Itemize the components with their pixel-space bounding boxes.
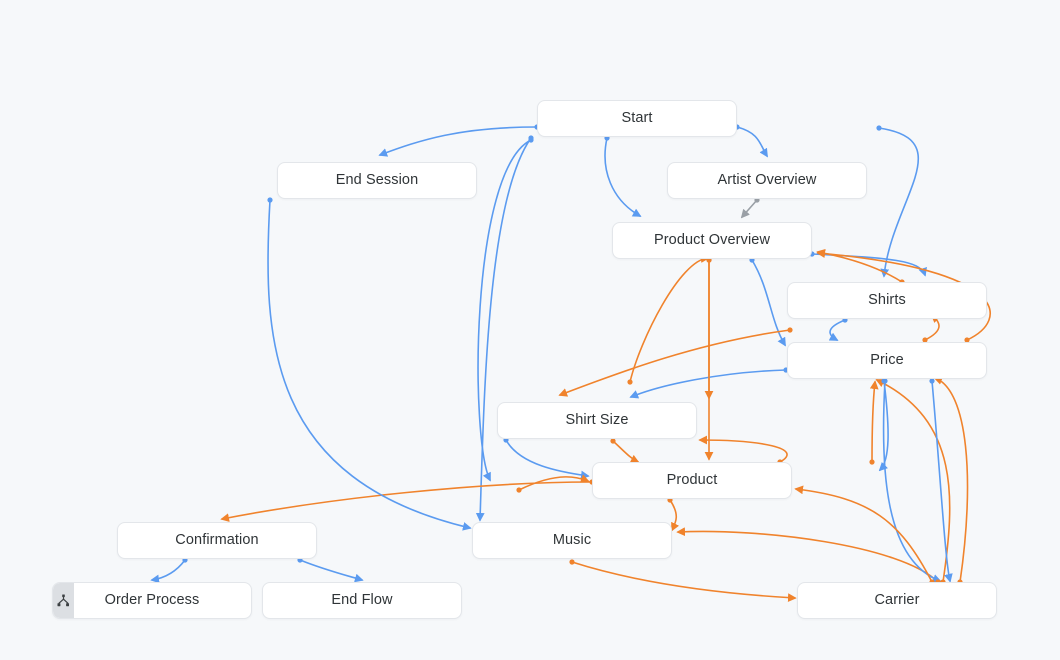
edge-confirmation-to-order-process[interactable] — [150, 559, 186, 584]
edge-start-to-music[interactable] — [475, 137, 532, 522]
node-confirmation[interactable]: Confirmation — [117, 522, 317, 559]
node-label: Confirmation — [175, 532, 259, 549]
edge-source-dot — [787, 327, 793, 333]
node-label: Product — [666, 472, 718, 489]
edge-start-to-product-overview[interactable] — [604, 137, 642, 217]
node-shirts[interactable]: Shirts — [787, 282, 987, 319]
edge-source-dot — [516, 487, 522, 493]
edge-carrier-to-price[interactable] — [875, 379, 951, 583]
edge-source-dot — [569, 559, 575, 565]
edge-price-to-carrier[interactable] — [931, 380, 953, 583]
node-carrier[interactable]: Carrier — [797, 582, 997, 619]
edge-carrier-to-price[interactable] — [933, 376, 969, 583]
node-price[interactable]: Price — [787, 342, 987, 379]
edge-source-dot — [929, 378, 935, 384]
node-label: End Session — [335, 172, 419, 189]
edge-music-to-carrier[interactable] — [571, 561, 797, 602]
edge-price-to-shirt-size[interactable] — [629, 369, 787, 399]
edge-source-dot — [627, 379, 633, 385]
edge-source-dot — [528, 135, 534, 141]
node-label: Price — [870, 352, 904, 369]
edge-price-to-carrier[interactable] — [882, 380, 942, 583]
node-label: Order Process — [104, 592, 200, 609]
node-music[interactable]: Music — [472, 522, 672, 559]
node-order-process[interactable]: Order Process — [52, 582, 252, 619]
edge-price-to-product[interactable] — [878, 380, 889, 472]
node-end-session[interactable]: End Session — [277, 162, 477, 199]
node-product-overview[interactable]: Product Overview — [612, 222, 812, 259]
edge-source-dot — [881, 378, 887, 384]
edge-end-session-to-music[interactable] — [267, 199, 472, 531]
edge-shirts-to-shirt-size[interactable] — [558, 329, 791, 397]
edge-start-to-shirts[interactable] — [878, 127, 920, 278]
edge-source-dot — [869, 459, 875, 465]
node-artist-overview[interactable]: Artist Overview — [667, 162, 867, 199]
edge-shirts-to-price[interactable] — [828, 319, 846, 341]
edge-source-dot — [528, 137, 534, 143]
edge-product-to-price[interactable] — [869, 380, 879, 463]
node-label: Start — [621, 110, 653, 127]
edge-start-to-artist-overview[interactable] — [736, 126, 768, 158]
edge-start-to-end-session[interactable] — [378, 126, 538, 157]
edge-product-overview-to-shirts[interactable] — [811, 253, 927, 277]
edge-source-dot — [882, 378, 888, 384]
node-product[interactable]: Product — [592, 462, 792, 499]
node-label: Music — [552, 532, 592, 549]
edge-shirt-size-to-product[interactable] — [505, 439, 590, 480]
node-label: Shirts — [868, 292, 906, 309]
edge-shirt-size-to-product[interactable] — [612, 440, 640, 463]
node-shirt-size[interactable]: Shirt Size — [497, 402, 697, 439]
node-label: End Flow — [331, 592, 393, 609]
edge-source-dot — [610, 438, 616, 444]
node-label: Carrier — [874, 592, 920, 609]
edge-product-to-shirt-size[interactable] — [698, 435, 788, 463]
edge-shirt-size-to-product-overview[interactable] — [629, 254, 710, 383]
edge-source-dot — [876, 125, 882, 131]
hierarchy-icon — [53, 583, 74, 618]
edge-artist-overview-to-product-overview[interactable] — [740, 199, 758, 219]
edge-product-to-confirmation[interactable] — [220, 481, 593, 522]
edge-confirmation-to-end-flow[interactable] — [299, 559, 364, 583]
node-label: Artist Overview — [717, 172, 817, 189]
node-end-flow[interactable]: End Flow — [262, 582, 462, 619]
edge-carrier-to-music[interactable] — [676, 527, 939, 583]
edge-product-overview-to-price[interactable] — [751, 259, 786, 347]
edge-music-to-product[interactable] — [518, 474, 590, 491]
node-label: Product Overview — [653, 232, 771, 249]
edge-source-dot — [267, 197, 273, 203]
edge-carrier-to-product[interactable] — [794, 485, 933, 583]
edge-shirts-to-product-overview[interactable] — [816, 248, 903, 283]
node-start[interactable]: Start — [537, 100, 737, 137]
node-label: Shirt Size — [565, 412, 629, 429]
